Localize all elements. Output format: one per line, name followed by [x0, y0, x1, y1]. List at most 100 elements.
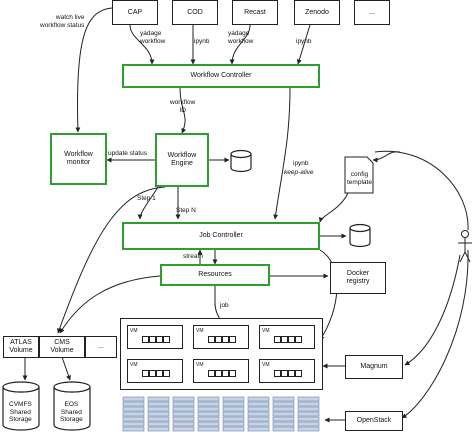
source-recast: Recast: [232, 0, 278, 25]
server-rack-unit: [122, 401, 145, 407]
vm-container-slot: [149, 336, 156, 343]
server-rack-unit: [147, 406, 170, 412]
vm-container-slot: [142, 370, 149, 377]
vm-container-slot: [208, 336, 215, 343]
server-rack-unit: [247, 406, 270, 412]
server-rack-unit: [222, 411, 245, 417]
workflow-controller: Workflow Controller: [122, 64, 320, 88]
server-rack-unit: [197, 406, 220, 412]
label-workflow-id: workflow ID: [170, 99, 196, 114]
server-rack-unit: [147, 401, 170, 407]
label-job: job: [220, 302, 229, 309]
server-rack-unit: [122, 416, 145, 422]
label-update-status: update status: [108, 150, 148, 157]
server-rack-unit: [147, 421, 170, 427]
server-rack-unit: [172, 426, 195, 432]
workflow-engine: Workflow Engine: [155, 133, 209, 187]
server-rack-unit: [172, 406, 195, 412]
server-rack-unit: [197, 421, 220, 427]
label-yadage-workflow-2: yadage workflow: [228, 30, 254, 45]
label-stepN: Step N: [176, 207, 196, 214]
vm-container-slot: [229, 336, 236, 343]
resources: Resources: [160, 264, 270, 286]
label-ipynb-1: ipynb: [194, 38, 210, 45]
server-rack-unit: [197, 416, 220, 422]
vm-container-slot: [222, 336, 229, 343]
server-rack-unit: [297, 411, 320, 417]
label-ipynb-2: ipynb: [296, 38, 312, 45]
more-volume: ...: [85, 336, 117, 358]
vm-container-slot: [163, 336, 170, 343]
vm-container-slot: [156, 370, 163, 377]
source-zenodo: Zenodo: [294, 0, 340, 25]
job-controller: Job Controller: [122, 222, 320, 250]
vm-container-slot: [281, 336, 288, 343]
vm-container-slot: [274, 336, 281, 343]
server-rack-unit: [197, 426, 220, 432]
eos-storage: EOS Shared Storage: [60, 401, 83, 423]
server-rack-unit: [297, 421, 320, 427]
server-rack-unit: [297, 416, 320, 422]
server-rack-unit: [247, 401, 270, 407]
vm-container-slot: [215, 336, 222, 343]
server-rack-unit: [222, 401, 245, 407]
vm-container-slot: [295, 336, 302, 343]
vm-container-slot: [208, 370, 215, 377]
server-rack-unit: [172, 401, 195, 407]
server-rack-unit: [147, 426, 170, 432]
label-ipynb-keepalive-1: ipynb: [293, 160, 309, 167]
docker-registry: Docker registry: [330, 262, 386, 294]
vm-container-slot: [163, 370, 170, 377]
user-icon: [458, 230, 472, 263]
source-more: ...: [354, 0, 390, 25]
server-rack-unit: [297, 401, 320, 407]
vm-container-slot: [274, 370, 281, 377]
openstack: OpenStack: [345, 411, 403, 431]
vm-container-slot: [288, 336, 295, 343]
vm-node: VM: [127, 359, 183, 383]
workflow-monitor: Workflow monitor: [50, 133, 107, 185]
magnum: Magnum: [345, 355, 403, 379]
vm-label: VM: [130, 362, 138, 368]
server-rack-unit: [222, 426, 245, 432]
server-rack-unit: [272, 396, 295, 402]
vm-container-slot: [149, 370, 156, 377]
cms-volume: CMS Volume: [39, 336, 85, 358]
server-rack-unit: [222, 396, 245, 402]
atlas-volume: ATLAS Volume: [3, 336, 39, 358]
server-rack-unit: [272, 411, 295, 417]
vm-node: VM: [193, 359, 249, 383]
server-rack-unit: [172, 421, 195, 427]
server-rack-unit: [222, 416, 245, 422]
server-rack-unit: [247, 411, 270, 417]
config-template-label: config template: [347, 171, 372, 186]
server-rack-unit: [122, 411, 145, 417]
server-rack-unit: [197, 411, 220, 417]
vm-container-slot: [295, 370, 302, 377]
server-rack-unit: [272, 401, 295, 407]
server-rack-unit: [172, 416, 195, 422]
server-rack-unit: [172, 411, 195, 417]
server-rack-unit: [122, 421, 145, 427]
vm-node: VM: [259, 325, 315, 349]
server-rack-unit: [272, 421, 295, 427]
source-cap: CAP: [112, 0, 158, 25]
label-step1: Step 1: [137, 195, 156, 202]
server-rack-unit: [172, 396, 195, 402]
server-rack-unit: [122, 406, 145, 412]
vm-label: VM: [130, 328, 138, 334]
vm-container-slot: [222, 370, 229, 377]
vm-container-slot: [229, 370, 236, 377]
vm-container-slot: [156, 336, 163, 343]
vm-node: VM: [127, 325, 183, 349]
server-rack-unit: [122, 396, 145, 402]
server-rack-unit: [247, 421, 270, 427]
server-rack-unit: [272, 416, 295, 422]
config-template-icon: [344, 156, 374, 194]
server-rack-unit: [297, 396, 320, 402]
vm-node: VM: [193, 325, 249, 349]
cvmfs-storage: CVMFS Shared Storage: [9, 401, 32, 423]
label-yadage-workflow-1: yadage workflow: [140, 30, 166, 45]
server-rack-unit: [222, 406, 245, 412]
